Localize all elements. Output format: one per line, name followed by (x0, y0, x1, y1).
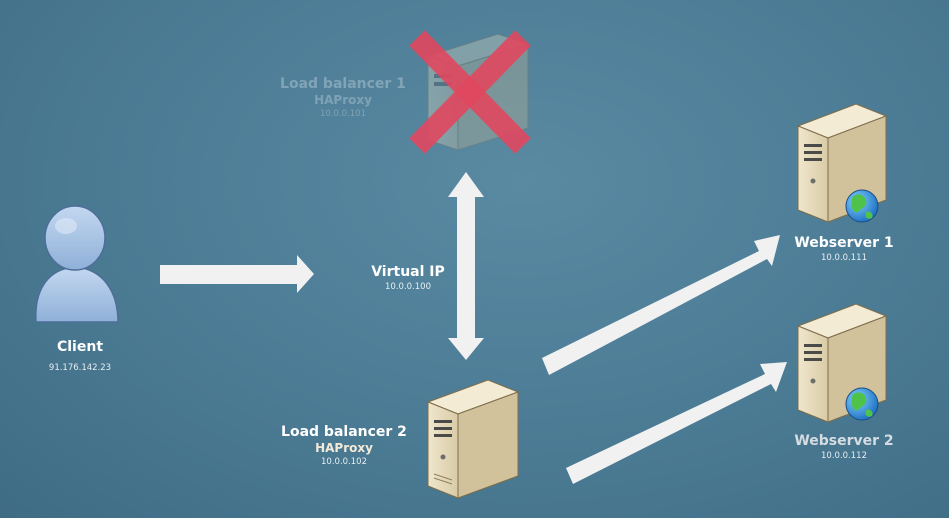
webserver-2-ip: 10.0.0.112 (821, 451, 867, 461)
load-balancer-2-ip: 10.0.0.102 (321, 457, 367, 467)
load-balancer-1-ip: 10.0.0.101 (320, 109, 366, 119)
virtual-ip-title: Virtual IP (371, 264, 445, 280)
virtual-ip-address: 10.0.0.100 (385, 282, 431, 292)
virtual-ip-label: Virtual IP 10.0.0.100 (358, 264, 458, 293)
red-x-icon (409, 30, 531, 154)
load-balancer-2-title: Load balancer 2 (281, 424, 407, 440)
load-balancer-2-server-icon (426, 379, 520, 499)
arrow-vip-bidirectional (448, 172, 484, 360)
load-balancer-1-software: HAProxy (314, 93, 372, 107)
load-balancer-1-label: Load balancer 1 HAProxy 10.0.0.101 (275, 76, 411, 120)
arrow-client-to-vip (160, 255, 314, 293)
client-label: Client 91.176.142.23 (25, 339, 135, 374)
arrow-lb2-to-webserver1 (542, 235, 780, 375)
webserver-1-ip: 10.0.0.111 (821, 253, 867, 263)
webserver-1-globe-icon (845, 189, 879, 223)
webserver-2-title: Webserver 2 (794, 433, 894, 449)
arrow-lb2-to-webserver2 (566, 362, 787, 484)
client-ip: 91.176.142.23 (48, 363, 112, 373)
load-balancer-1-title: Load balancer 1 (280, 76, 406, 92)
webserver-1-label: Webserver 1 10.0.0.111 (784, 235, 904, 264)
client-user-icon (35, 205, 119, 323)
webserver-2-globe-icon (845, 387, 879, 421)
load-balancer-2-label: Load balancer 2 HAProxy 10.0.0.102 (276, 424, 412, 468)
client-title: Client (56, 339, 104, 355)
webserver-2-label: Webserver 2 10.0.0.112 (784, 433, 904, 462)
load-balancer-2-software: HAProxy (315, 441, 373, 455)
webserver-1-title: Webserver 1 (794, 235, 894, 251)
